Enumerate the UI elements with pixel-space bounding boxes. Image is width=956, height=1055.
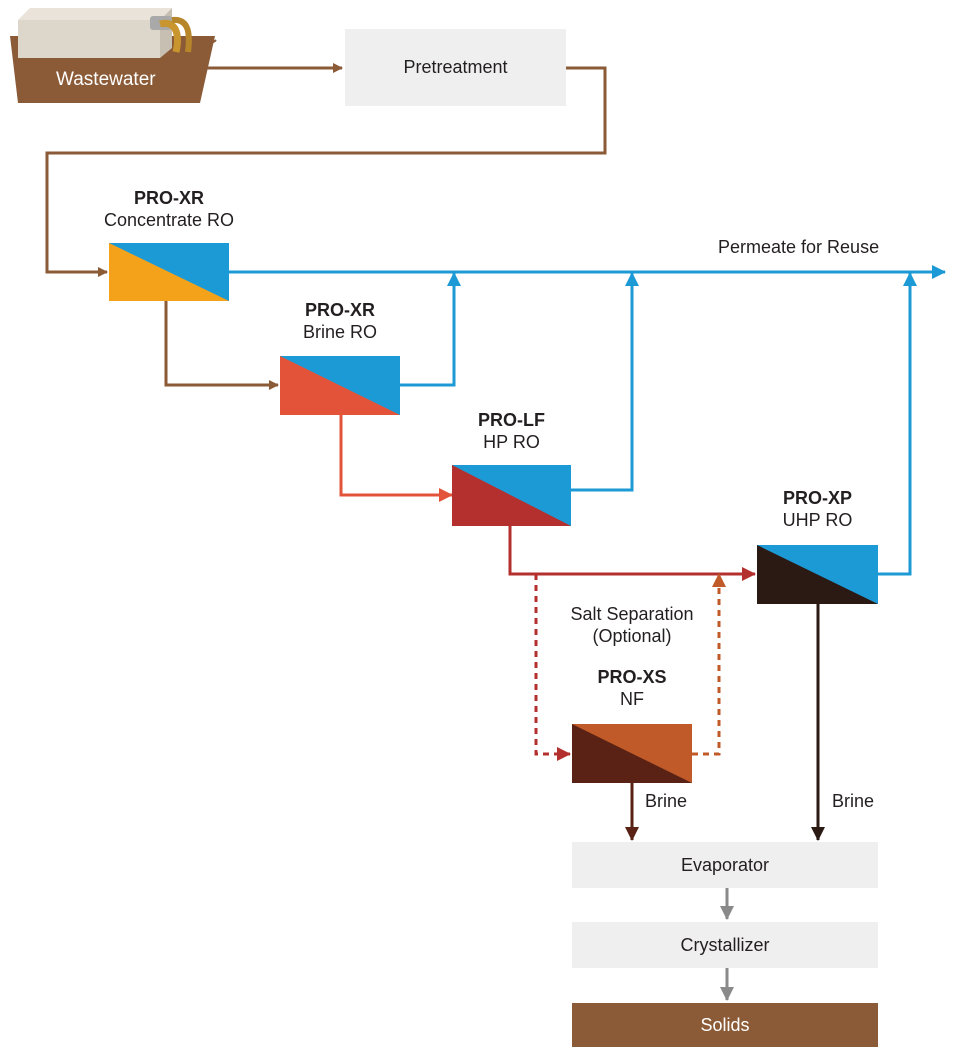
brine-line-to-hp-ro — [339, 415, 453, 502]
crystallizer-box: Crystallizer — [572, 922, 878, 968]
evaporator-label: Evaporator — [680, 854, 770, 875]
uhp-ro-name: UHP RO — [782, 510, 853, 530]
hp-ro-unit — [452, 465, 571, 526]
solids-box: Solids — [572, 1003, 878, 1047]
hp-ro-product: PRO-LF — [478, 410, 545, 430]
feed-line-pretreatment-to-concentrate-ro — [45, 66, 607, 277]
brine-label-uhp: Brine — [832, 791, 875, 811]
salt-separation-line-from-nf — [692, 573, 726, 756]
brine-ro-label: PRO-XR Brine RO — [275, 299, 405, 343]
uhp-ro-unit — [757, 545, 878, 604]
crystallizer-label: Crystallizer — [680, 934, 770, 955]
nf-unit — [572, 724, 692, 783]
brine-label-nf: Brine — [645, 791, 688, 811]
nf-name: NF — [620, 689, 644, 709]
wastewater-label: Wastewater — [56, 69, 156, 90]
nf-product: PRO-XS — [597, 667, 667, 687]
hp-ro-label: PRO-LF HP RO — [452, 409, 571, 453]
evaporator-box: Evaporator — [572, 842, 878, 888]
concentrate-ro-product: PRO-XR — [133, 188, 204, 208]
pretreatment-label: Pretreatment — [403, 57, 508, 77]
brine-ro-name: Brine RO — [302, 322, 378, 342]
permeate-line-hp-ro — [571, 272, 639, 492]
permeate-line-uhp-ro — [878, 272, 917, 576]
concentrate-ro-unit — [109, 243, 229, 301]
salt-separation-line1: Salt Separation — [570, 604, 694, 624]
brine-line-to-uhp-ro — [508, 526, 756, 581]
solids-label: Solids — [700, 1014, 750, 1035]
concentrate-line-to-brine-ro — [164, 301, 279, 390]
salt-separation-line-to-nf — [534, 574, 571, 761]
nf-label: PRO-XS NF — [572, 666, 692, 710]
concentrate-ro-label: PRO-XR Concentrate RO — [84, 187, 254, 231]
brine-ro-product: PRO-XR — [304, 300, 375, 320]
concentrate-ro-name: Concentrate RO — [103, 210, 235, 230]
pretreatment-box: Pretreatment — [345, 29, 566, 106]
permeate-line-brine-ro — [400, 272, 461, 387]
salt-separation-label: Salt Separation (Optional) — [552, 603, 712, 647]
brine-ro-unit — [280, 356, 400, 415]
uhp-ro-product: PRO-XP — [782, 488, 852, 508]
uhp-ro-label: PRO-XP UHP RO — [757, 487, 878, 531]
salt-separation-line2: (Optional) — [592, 626, 672, 646]
wastewater-tank-icon — [10, 8, 217, 103]
permeate-label: Permeate for Reuse — [718, 237, 880, 257]
hp-ro-name: HP RO — [483, 432, 540, 452]
